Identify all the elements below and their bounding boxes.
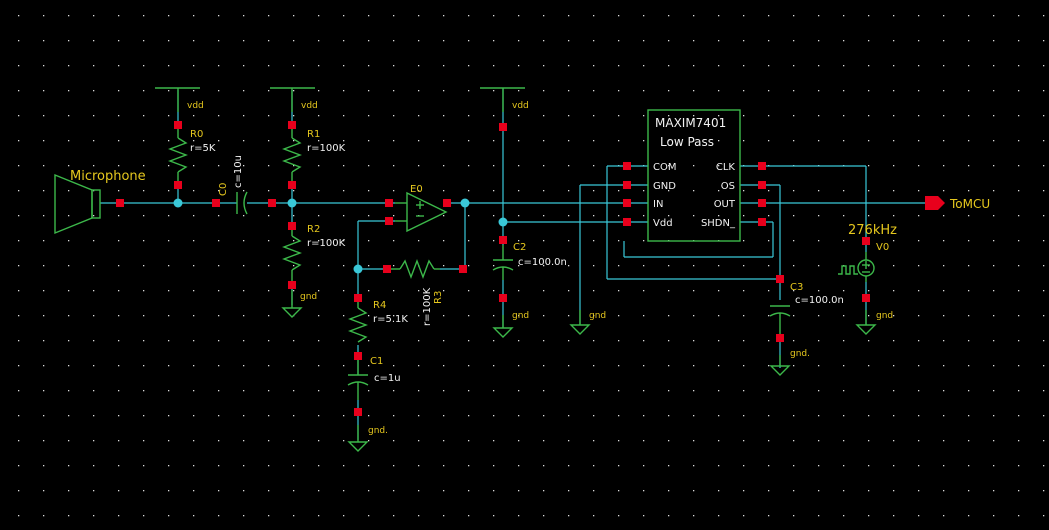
capacitor-c3[interactable]: C3 c=100.0n [769,282,844,338]
ground-c3[interactable]: gnd. [769,349,810,376]
vdd-supply-filter[interactable]: vdd [480,87,529,112]
resistor-r3-value: r=100K [422,287,433,326]
resistor-r1-name: R1 [307,129,320,140]
resistor-r4-value: r=5.1K [373,314,408,325]
gnd-label: gnd [876,311,893,321]
chip-pin-com: COM [653,162,676,173]
ground-c2[interactable]: gnd [492,311,529,338]
chip-subtitle: Low Pass [660,135,714,149]
clock-frequency: 276kHz [848,223,897,238]
ground-c1[interactable]: gnd. [347,425,388,452]
resistor-r4-name: R4 [373,300,386,311]
gnd-label: gnd [512,311,529,321]
microphone[interactable]: Microphone [54,169,146,235]
capacitor-c0[interactable]: C0 c=10u [218,155,248,215]
chip-pin-os: OS [721,181,735,192]
chip-pin-shdn: SHDN_ [701,218,736,229]
clock-source-name: V0 [876,242,889,253]
output-port-label: ToMCU [949,197,990,211]
filter-chip[interactable]: MAXIM7401 Low Pass COM GND IN Vdd CLK OS… [647,109,741,242]
output-port[interactable]: ToMCU [925,196,990,211]
gnd-label: gnd [589,311,606,321]
chip-pin-out: OUT [714,199,736,210]
capacitor-c2-name: C2 [513,242,526,253]
capacitor-c1-value: c=1u [374,373,401,384]
pins [116,121,870,416]
ground-r2[interactable]: gnd [281,290,317,318]
capacitor-c3-name: C3 [790,282,803,293]
chip-pin-vdd: Vdd [653,218,673,229]
gnd-label: gnd. [790,349,810,359]
opamp-e0-name: E0 [410,184,423,195]
vdd-label: vdd [512,101,529,111]
vdd-supply-r0[interactable]: vdd [155,87,204,112]
resistor-r2-name: R2 [307,224,320,235]
microphone-label: Microphone [70,169,146,184]
resistor-r2-value: r=100K [307,238,346,249]
capacitor-c2[interactable]: C2 c=100.0n [492,242,567,280]
capacitor-c2-value: c=100.0n [518,257,567,268]
gnd-label: gnd. [368,426,388,436]
resistor-r1-value: r=100K [307,143,346,154]
capacitor-c1-name: C1 [370,356,383,367]
vdd-supply-r1[interactable]: vdd [270,87,318,112]
resistor-r3[interactable]: R3 r=100K [390,259,444,326]
capacitor-c3-value: c=100.0n [795,295,844,306]
vdd-label: vdd [187,101,204,111]
gnd-label: gnd [300,292,317,302]
opamp-e0[interactable]: E0 [395,184,448,233]
chip-pin-in: IN [653,199,663,210]
chip-pin-gnd: GND [653,181,676,192]
chip-pin-clk: CLK [716,162,736,173]
clock-source-v0[interactable]: 276kHz V0 [838,223,897,282]
ground-chip[interactable]: gnd [569,310,606,335]
vdd-label: vdd [301,101,318,111]
ground-v0[interactable]: gnd [855,310,893,335]
chip-title: MAXIM7401 [655,116,726,130]
resistor-r3-name: R3 [433,291,444,304]
resistor-r0-value: r=5K [190,143,216,154]
junctions [173,198,508,274]
capacitor-c0-value: c=10u [233,155,244,188]
resistor-r0-name: R0 [190,129,203,140]
capacitor-c1[interactable]: C1 c=1u [347,356,401,400]
capacitor-c0-name: C0 [218,183,229,196]
